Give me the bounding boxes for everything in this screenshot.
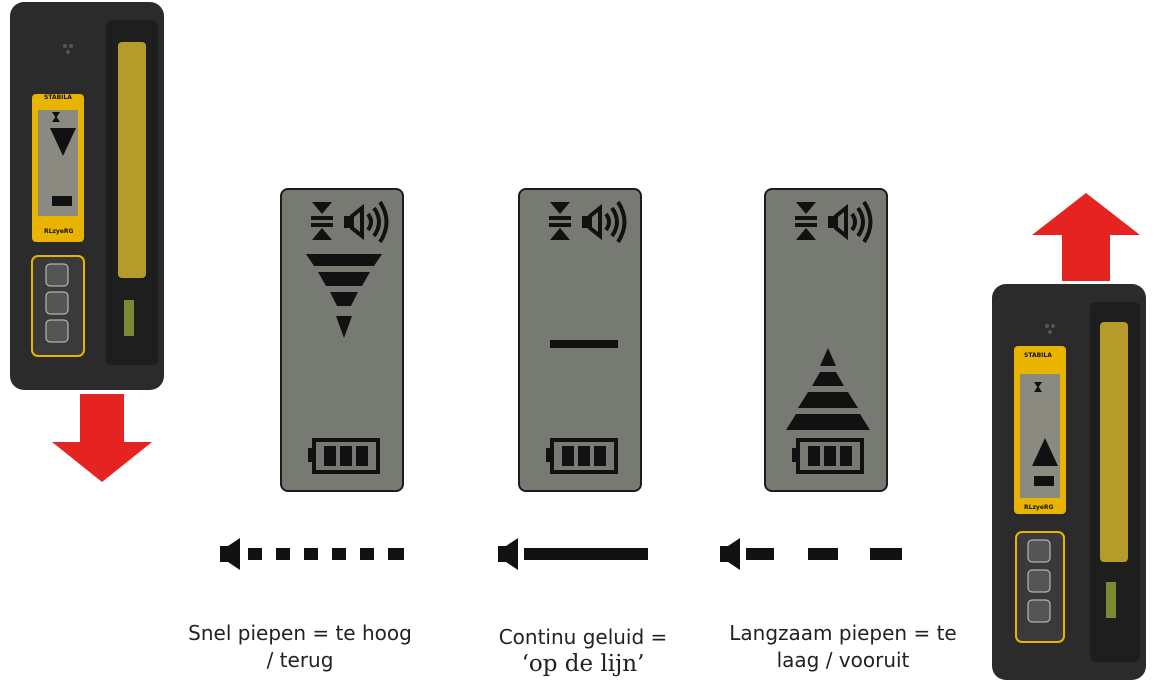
battery-icon bbox=[792, 438, 864, 474]
up-triangles-indicator-icon bbox=[786, 348, 870, 430]
down-triangles-indicator-icon bbox=[306, 254, 382, 338]
speaker-icon bbox=[344, 200, 389, 244]
caption-slow-beep: Langzaam piepen = te laag / vooruit bbox=[708, 620, 978, 674]
center-bar-indicator-icon bbox=[550, 340, 618, 348]
speaker-icon bbox=[828, 200, 873, 244]
caption-fast-line2: / terug bbox=[266, 648, 334, 672]
caption-fast-beep: Snel piepen = te hoog / terug bbox=[170, 620, 430, 674]
laser-receiver-device-left: STABILA RLzyeRG bbox=[8, 0, 166, 392]
lcd-display-on-line bbox=[518, 188, 642, 492]
fast-beep-pattern-icon bbox=[220, 538, 404, 570]
device-model-label: RLzyeRG bbox=[44, 228, 74, 235]
battery-icon bbox=[546, 438, 618, 474]
laser-receiver-device-right: STABILA RLzyeRG bbox=[990, 282, 1148, 682]
caption-continuous-sound: Continu geluid = ‘op de lijn’ bbox=[478, 624, 688, 678]
slow-beep-pattern-icon bbox=[720, 538, 902, 570]
move-down-arrow-icon bbox=[52, 394, 152, 482]
mini-lcd-up-indicator-icon bbox=[1032, 382, 1058, 486]
lcd-display-too-high bbox=[280, 188, 404, 492]
device-brand-label: STABILA bbox=[44, 94, 72, 101]
battery-icon bbox=[308, 438, 380, 474]
lcd-display-too-low bbox=[764, 188, 888, 492]
level-mark-icon bbox=[311, 202, 333, 240]
device-model-label: RLzyeRG bbox=[1024, 504, 1054, 511]
move-up-arrow-icon bbox=[1032, 193, 1140, 281]
caption-slow-line1: Langzaam piepen = te bbox=[729, 621, 957, 645]
caption-continuous-line1: Continu geluid = bbox=[498, 625, 668, 649]
caption-fast-line1: Snel piepen = te hoog bbox=[188, 621, 412, 645]
speaker-icon bbox=[582, 200, 627, 244]
level-mark-icon bbox=[795, 202, 817, 240]
continuous-sound-pattern-icon bbox=[498, 538, 648, 570]
caption-continuous-line2: ‘op de lijn’ bbox=[521, 651, 645, 677]
device-brand-label: STABILA bbox=[1024, 352, 1052, 359]
caption-slow-line2: laag / vooruit bbox=[776, 648, 910, 672]
mini-lcd-down-indicator-icon bbox=[50, 112, 76, 206]
level-mark-icon bbox=[549, 202, 571, 240]
